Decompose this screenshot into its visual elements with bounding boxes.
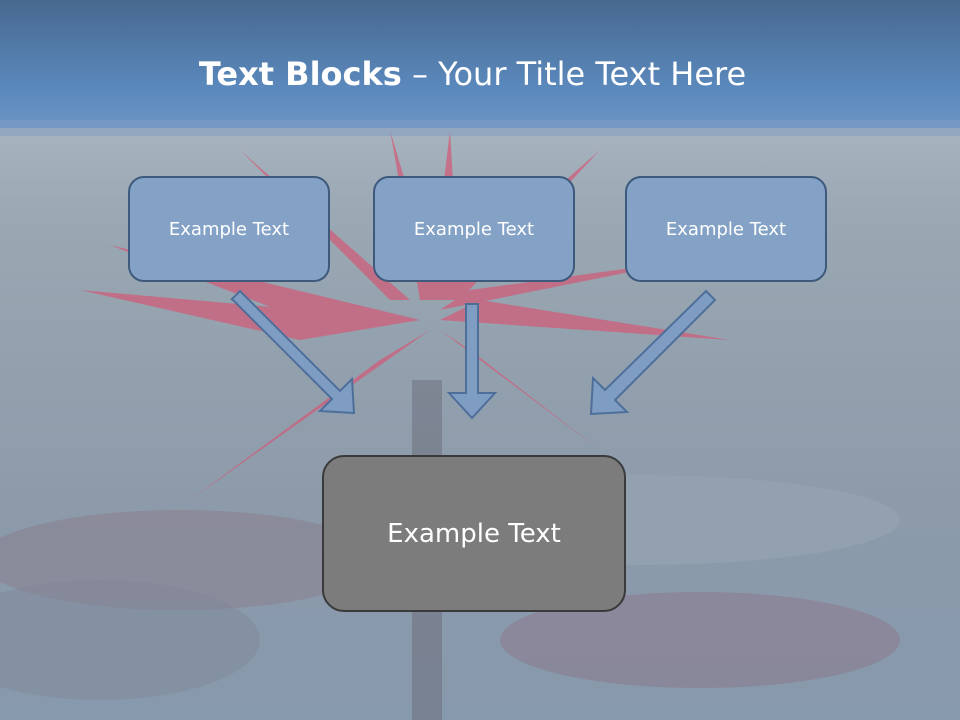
text-block-center: Example Text — [373, 176, 575, 282]
title-bold: Text Blocks — [198, 55, 402, 93]
text-block-left: Example Text — [128, 176, 330, 282]
slide-title: Text Blocks – Your Title Text Here — [0, 52, 945, 96]
arrow-down-icon — [446, 303, 498, 420]
text-block-bottom: Example Text — [322, 455, 626, 612]
title-rest: – Your Title Text Here — [401, 55, 747, 93]
arrow-left-icon — [230, 289, 356, 415]
text-block-right: Example Text — [625, 176, 827, 282]
arrow-right-icon — [589, 289, 717, 416]
